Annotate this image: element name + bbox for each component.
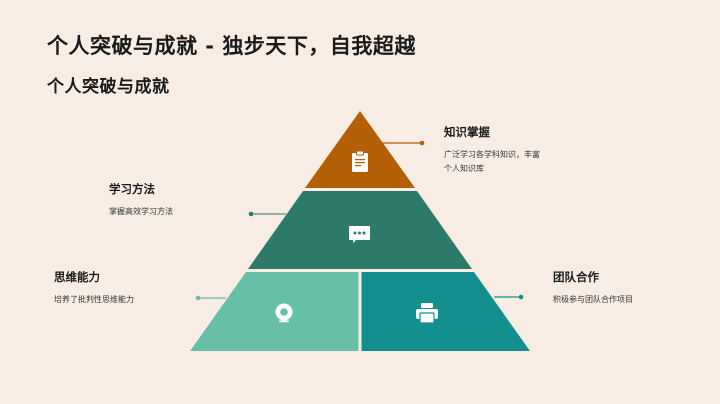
label-thinking-ability: 思维能力 培养了批判性思维能力 (54, 269, 134, 307)
label-title: 思维能力 (54, 270, 100, 284)
label-learning-method: 学习方法 掌握高效学习方法 (109, 181, 173, 219)
label-description: 培养了批判性思维能力 (54, 293, 134, 307)
chat-bubble-icon (349, 226, 370, 243)
label-description: 积极参与团队合作项目 (553, 293, 633, 307)
label-knowledge: 知识掌握 广泛学习各学科知识，丰富 个人知识库 (444, 124, 540, 176)
label-description-line: 广泛学习各学科知识，丰富 (444, 150, 540, 159)
label-title: 团队合作 (553, 270, 599, 284)
printer-icon (416, 303, 438, 324)
label-title: 学习方法 (109, 182, 155, 196)
pyramid-tier-bottom-left (190, 272, 359, 351)
connector-middle (248, 211, 286, 217)
label-description-line: 积极参与团队合作项目 (553, 295, 633, 304)
label-description: 广泛学习各学科知识，丰富 个人知识库 (444, 148, 540, 176)
pyramid-tier-top (305, 111, 415, 188)
connector-top (381, 140, 425, 146)
section-subtitle: 个人突破与成就 (47, 77, 170, 97)
webcam-icon (275, 303, 293, 323)
label-description-line: 掌握高效学习方法 (109, 207, 173, 216)
label-description: 掌握高效学习方法 (109, 205, 173, 219)
connector-bottom-left (195, 295, 226, 301)
connector-bottom-right (494, 294, 524, 300)
label-teamwork: 团队合作 积极参与团队合作项目 (553, 269, 633, 307)
clipboard-icon (352, 150, 368, 172)
label-description-line: 培养了批判性思维能力 (54, 295, 134, 304)
label-title: 知识掌握 (444, 125, 490, 139)
pyramid-tier-bottom-right (361, 272, 530, 351)
label-description-line: 个人知识库 (444, 164, 484, 173)
page-title: 个人突破与成就 - 独步天下，自我超越 (47, 34, 416, 58)
